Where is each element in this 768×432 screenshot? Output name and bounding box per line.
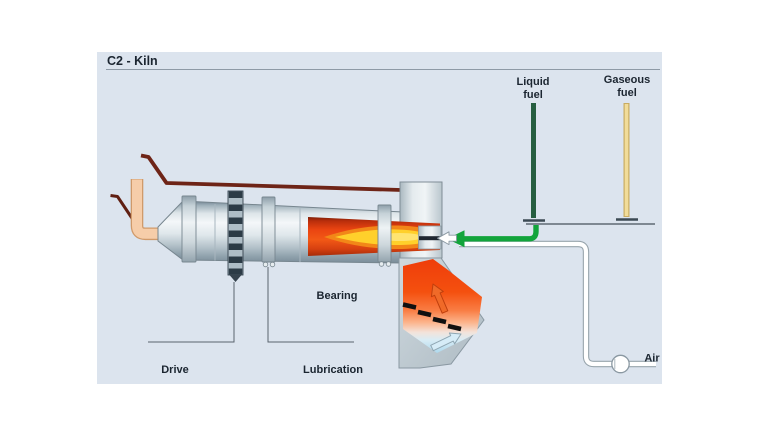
air-label: Air [644, 353, 660, 365]
lubrication-callout-line [267, 267, 354, 343]
tyre-ring-discharge [377, 204, 392, 267]
burner [418, 225, 442, 250]
gaseous-fuel-label-line1: Gaseous [604, 74, 650, 86]
page-title: C2 - Kiln [107, 54, 158, 68]
girth-gear [227, 190, 244, 282]
feed-pipe [130, 179, 160, 241]
liquid-fuel-label-line1: Liquid [517, 76, 550, 88]
burner-lance [419, 236, 441, 241]
liquid-fuel-label-line2: fuel [523, 89, 543, 101]
air-pipe [459, 240, 656, 368]
tyre-ring-mid [261, 196, 276, 268]
drive-label: Drive [161, 364, 189, 376]
feed-duct-line [110, 194, 134, 220]
gaseous-fuel-label-line2: fuel [617, 87, 637, 99]
cooler-grate-steps [402, 302, 462, 332]
air-fan-icon [611, 354, 630, 374]
lubrication-label: Lubrication [303, 364, 363, 376]
cooling-air-arrow-icon [430, 332, 462, 352]
hot-gas-arrow-icon [430, 283, 449, 314]
inlet-collar-ring [181, 195, 197, 263]
drive-callout-line [148, 282, 235, 343]
air-flow-arrow-icon [437, 231, 457, 246]
liquid-fuel-line [523, 103, 545, 222]
bearing-label: Bearing [317, 290, 358, 302]
exhaust-duct-line [140, 153, 402, 192]
gaseous-fuel-line [616, 103, 638, 221]
